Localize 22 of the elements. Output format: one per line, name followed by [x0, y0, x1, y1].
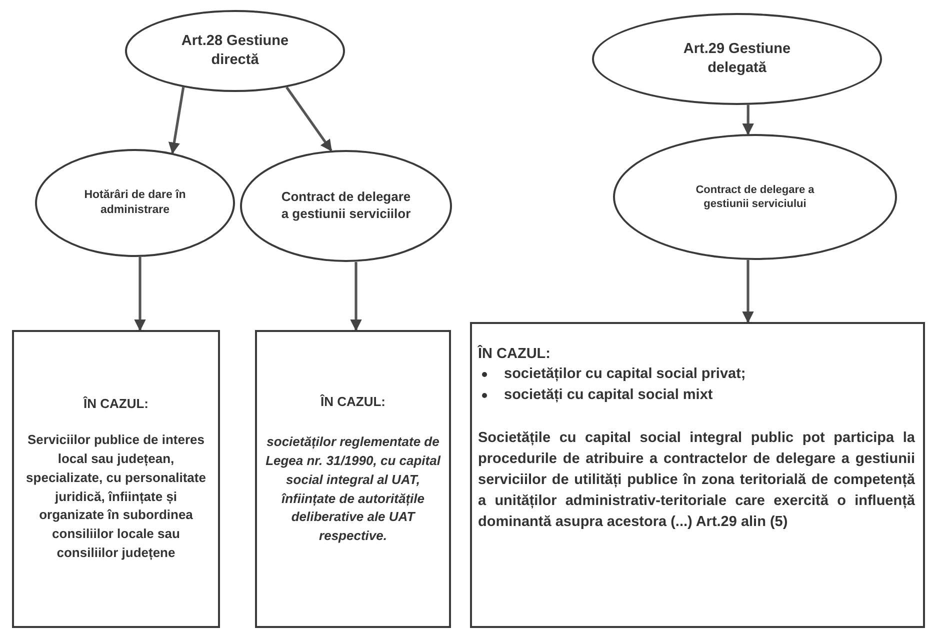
arrow — [134, 256, 146, 332]
arrow — [350, 262, 362, 332]
node-text: Contract de delegare a gestiunii serviciilor — [280, 189, 412, 223]
arrow — [742, 260, 754, 324]
node-text: Contract de delegare a gestiunii serviciului — [694, 182, 816, 212]
arrow — [168, 86, 185, 154]
node-text: Hotărâri de dare în administrare — [83, 188, 187, 218]
box-heading: ÎN CAZUL: — [320, 394, 386, 409]
text-box — [12, 330, 220, 628]
text-box — [255, 330, 451, 628]
text-box — [470, 322, 925, 628]
bullet-item: societăți cu capital social mixt — [504, 386, 713, 406]
arrow — [742, 104, 754, 136]
box-heading: ÎN CAZUL: — [478, 346, 552, 362]
box-text: Serviciilor publice de interes local sau județean, specializate, cu personalitate juridică, înființate și organizate în subordinea consiliilor locale sau consiliilor județene — [25, 431, 207, 562]
node-text: Art.28 Gestiune directă — [180, 32, 290, 70]
box-heading: ÎN CAZUL: — [84, 396, 148, 411]
box-text: societăților reglementate de Legea nr. 31/1990, cu capital social integral al UAT, înființate de autoritățile deliberative ale UAT respective. — [264, 433, 442, 546]
arrow — [286, 86, 332, 152]
bullet-item: societăților cu capital social privat; — [504, 365, 746, 384]
node-text: Art.29 Gestiune delegată — [682, 40, 792, 78]
box-text: Societățile cu capital social integral public pot participa la procedurile de atribuire a contractelor de delegare a gestiunii serviciilor de utilități publice în zona teritorială de competență a unităților administrativ-teritoriale care exercită o influență dominantă asupra acestora (...) Art.29 alin (5) — [478, 429, 915, 532]
